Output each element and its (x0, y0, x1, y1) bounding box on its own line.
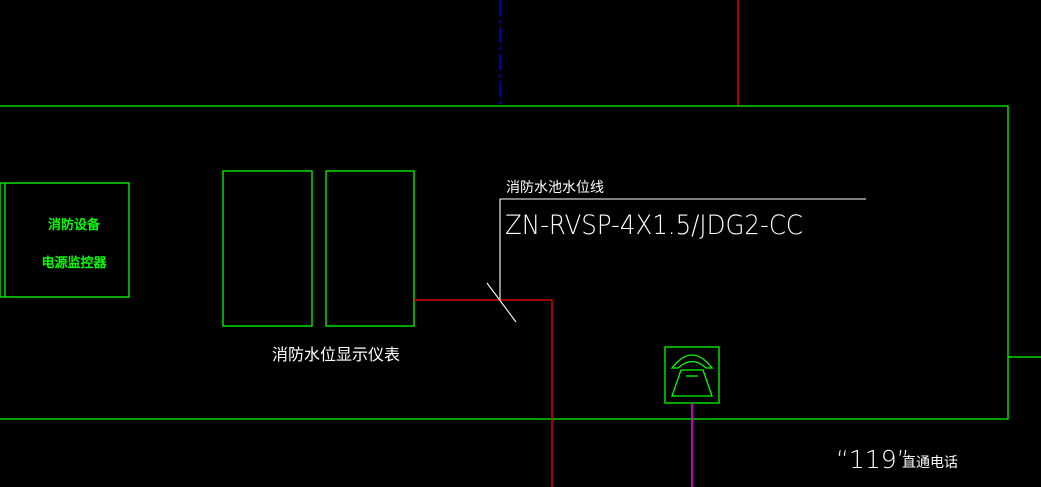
power-monitor-label-line1: 消防设备 (48, 217, 101, 233)
wire-tick-mark (486, 282, 517, 323)
telephone-icon (670, 354, 714, 397)
cable-spec-text: ZN-RVSP-4X1.5/JDG2-CC (505, 210, 803, 241)
red-wire-instrument (414, 299, 553, 487)
phone-label-number: “119” (836, 445, 910, 474)
power-monitor-box (0, 182, 130, 298)
water-level-panel-right (325, 170, 415, 327)
power-monitor-label-line2: 电源监控器 (41, 255, 107, 271)
phone-label-text: 直通电话 (902, 454, 958, 471)
water-level-panel-left (222, 170, 313, 327)
callout-leader (499, 198, 866, 300)
water-level-display-label: 消防水位显示仪表 (272, 345, 400, 364)
room-outline (0, 105, 1009, 420)
callout-title: 消防水池水位线 (506, 180, 604, 196)
